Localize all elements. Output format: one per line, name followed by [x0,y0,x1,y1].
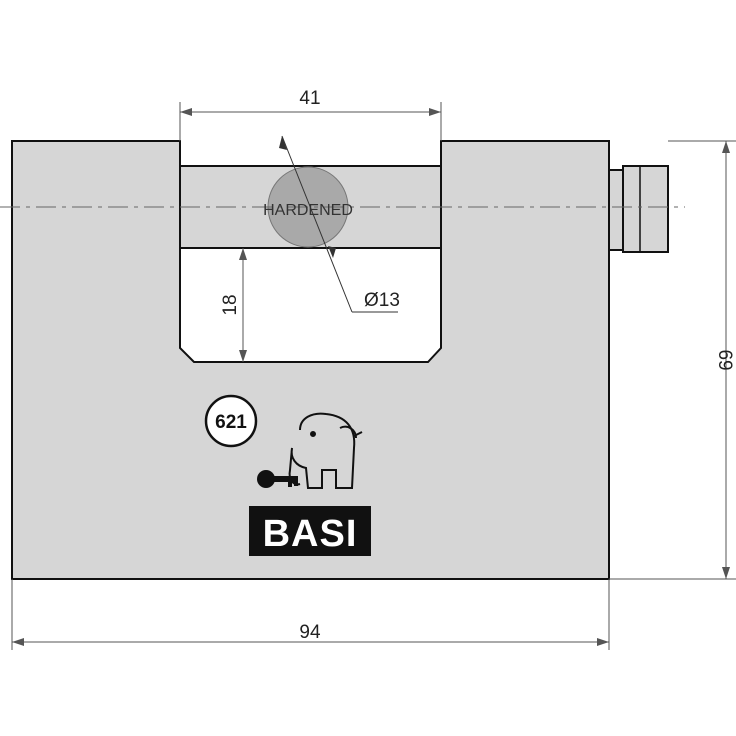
diameter-arrow-bottom [328,246,336,258]
dim-18-arrow-top [239,248,247,260]
pin-diameter-label: Ø13 [364,290,400,311]
lock-body [11,140,610,580]
dim-69-arrow-top [722,141,730,153]
plunger-base [608,169,624,251]
brand-name: BASI [263,513,358,555]
dim-18-arrow-bottom [239,350,247,362]
body-width-label: 94 [299,622,321,643]
shackle-height-label: 18 [220,294,241,315]
diameter-leader [281,135,353,313]
pin-label: HARDENED [263,202,353,219]
diameter-arrow-top [279,136,287,150]
model-badge [204,394,258,448]
key-icon [257,470,298,488]
body-height-label: 69 [714,349,735,370]
shackle-width-label: 41 [299,88,320,109]
dim-69-arrow-bottom [722,567,730,579]
brand-plate [249,506,371,556]
dim-41-arrow-left [180,108,192,116]
model-number: 621 [215,412,247,433]
plunger-tip [622,165,669,253]
dim-94-arrow-left [12,638,24,646]
dim-41-arrow-right [429,108,441,116]
dim-94-arrow-right [597,638,609,646]
elephant-logo-icon [288,412,363,489]
